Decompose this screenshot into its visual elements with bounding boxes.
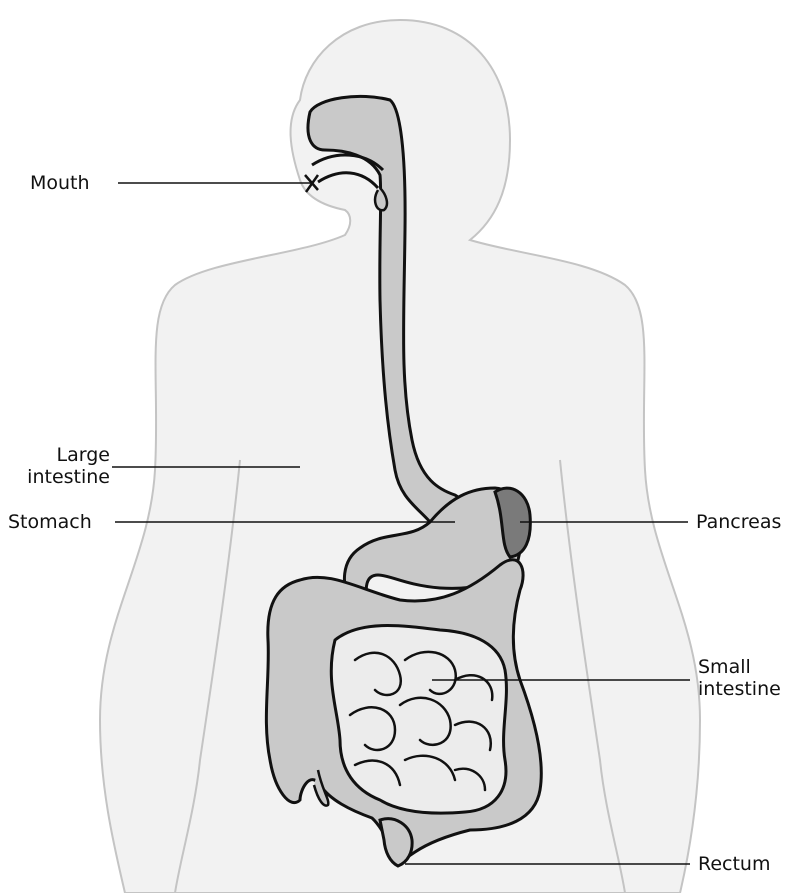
label-rectum: Rectum <box>698 853 770 875</box>
label-pancreas: Pancreas <box>696 511 781 533</box>
label-small-intestine: Small intestine <box>698 656 781 700</box>
label-stomach: Stomach <box>8 511 92 533</box>
label-large-intestine-line2: intestine <box>8 466 110 488</box>
label-mouth: Mouth <box>30 172 90 194</box>
label-large-intestine: Large intestine <box>8 444 110 488</box>
label-large-intestine-line1: Large <box>8 444 110 466</box>
label-small-intestine-line1: Small <box>698 656 781 678</box>
label-small-intestine-line2: intestine <box>698 678 781 700</box>
